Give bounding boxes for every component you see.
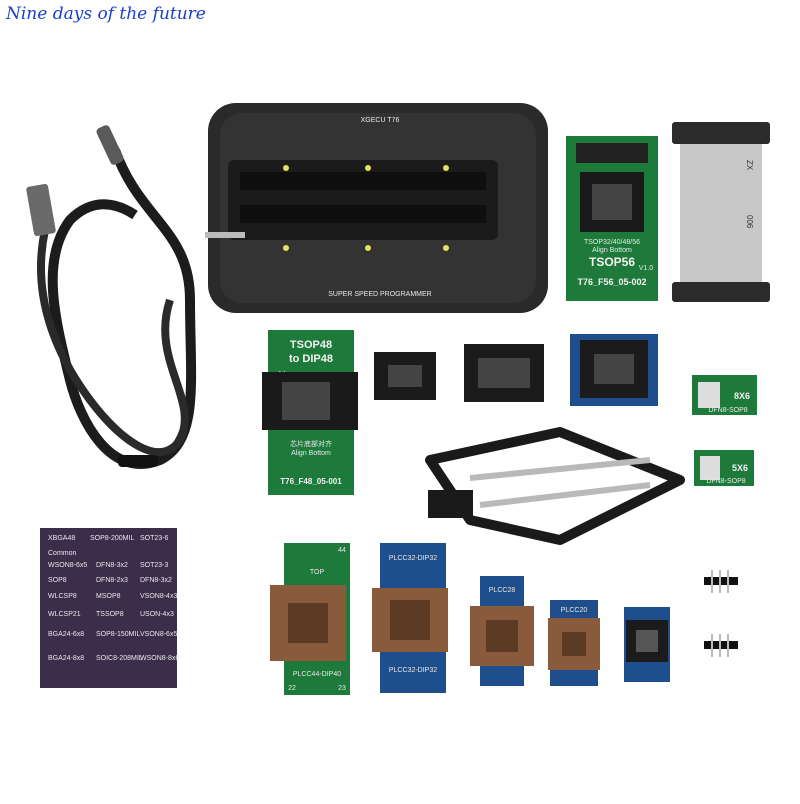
pcb-label: DFN8-3x2: [140, 577, 172, 584]
tsop48-title-2: to DIP48: [289, 353, 333, 365]
plcc20-label: PLCC20: [561, 607, 588, 614]
programmer-device: XGECU T76 SUPER SPEED PROGRAMMER: [205, 103, 548, 313]
dfn8-8x6-label: 8X6: [734, 391, 750, 401]
tsop48-title-1: TSOP48: [290, 339, 332, 351]
pcb-label: MSOP8: [96, 593, 121, 600]
pcb-label: DFN8-2x3: [96, 577, 128, 584]
programmer-bottom-text: SUPER SPEED PROGRAMMER: [328, 291, 431, 298]
dfn8-5x6-label: 5X6: [732, 463, 748, 473]
pcb-label: DFN8-3x2: [96, 562, 128, 569]
pcb-label: Common: [48, 550, 77, 557]
tsop48-align: Align Bottom: [291, 450, 331, 457]
plcc44-pin-a: 44: [338, 547, 346, 554]
pcb-label: USON-4x3: [140, 611, 174, 618]
pcb-label: WLCSP8: [48, 593, 77, 600]
tsop56-align: Align Bottom: [592, 247, 632, 254]
dfn8-8x6-sub: DFN8-SOP8: [708, 407, 747, 414]
pcb-label: BGA24-8x8: [48, 655, 84, 662]
pcb-label: SOT23-6: [140, 535, 169, 542]
plcc32-label: PLCC32-DIP32: [389, 555, 437, 562]
programmer-top-text: XGECU T76: [361, 117, 400, 124]
tsop48-adapter: TSOP48 to DIP48 14 芯片底部对齐 Align Bottom T…: [262, 330, 358, 495]
plcc44-pin-c: 23: [338, 685, 346, 692]
pcb-label: BGA24-6x8: [48, 631, 84, 638]
plcc20-adapter: PLCC20: [548, 600, 600, 686]
dfn8-5x6-adapter: 5X6 DFN8-SOP8: [694, 450, 754, 486]
pcb-label: VSON8-6x5: [140, 631, 177, 638]
pcb-label: XBGA48: [48, 535, 75, 542]
plcc44-adapter: TOP 44 22 23 PLCC44-DIP40: [270, 543, 350, 695]
pcb-label: TSSOP8: [96, 611, 124, 618]
tsop56-version: V1.0: [639, 265, 654, 272]
dfn8-8x6-adapter: 8X6 DFN8-SOP8: [692, 375, 757, 415]
pcb-label: VSON8-4x3: [140, 593, 177, 600]
ribbon-label-1: ZX: [745, 160, 754, 171]
pcb-label: SOP8: [48, 577, 67, 584]
tsop56-sub: TSOP32/40/48/56: [584, 239, 640, 246]
watermark-text: Nine days of the future: [6, 4, 206, 24]
pin-header-2: [704, 634, 738, 657]
svg-text:XBGA48 SOP8-200MIL: XBGA48 SOP8-200MIL SOT23-6 Common WSON8-…: [48, 535, 179, 662]
plcc32-sub: PLCC32-DIP32: [389, 667, 437, 674]
pcb-label: WSON8-6x5: [48, 562, 87, 569]
pcb-label: SOIC8-208MIL: [96, 655, 143, 662]
tsop48-align-cn: 芯片底部对齐: [290, 439, 332, 448]
sop16-socket: [464, 344, 544, 402]
tsop56-adapter: TSOP32/40/48/56 Align Bottom TSOP56 V1.0…: [566, 136, 658, 301]
plcc44-pin-b: 22: [288, 685, 296, 692]
plcc44-sub: PLCC44-DIP40: [293, 671, 341, 678]
sop8-socket-small: [374, 352, 436, 400]
dfn8-5x6-sub: DFN8-SOP8: [706, 478, 745, 485]
pcb-label: WSON8-8x6: [140, 655, 179, 662]
ribbon-cable: ZX 006: [672, 122, 770, 302]
usb-cable: [26, 125, 197, 469]
tsop48-code: T76_F48_05-001: [280, 477, 342, 486]
ribbon-label-2: 006: [745, 215, 754, 229]
pcb-label: SOP8-150MIL: [96, 631, 140, 638]
pin-header-1: [704, 570, 738, 593]
pcb-label: WLCSP21: [48, 611, 81, 618]
plcc28-label: PLCC28: [489, 587, 516, 594]
pcb-label: SOT23-3: [140, 562, 169, 569]
tsop56-title: TSOP56: [589, 255, 635, 269]
plcc28-adapter: PLCC28: [470, 576, 534, 686]
plcc32-adapter: PLCC32-DIP32 PLCC32-DIP32: [372, 543, 448, 693]
pcb-label: SOP8-200MIL: [90, 535, 134, 542]
tsop56-code: T76_F56_05-002: [577, 277, 646, 287]
plcc44-top-label: TOP: [310, 569, 325, 576]
pcb-test-board: XBGA48 SOP8-200MIL SOT23-6 Common WSON8-…: [40, 528, 179, 688]
test-clip: [425, 427, 685, 545]
small-socket-adapter: [624, 607, 670, 682]
sop20-socket-blue: [570, 334, 658, 406]
